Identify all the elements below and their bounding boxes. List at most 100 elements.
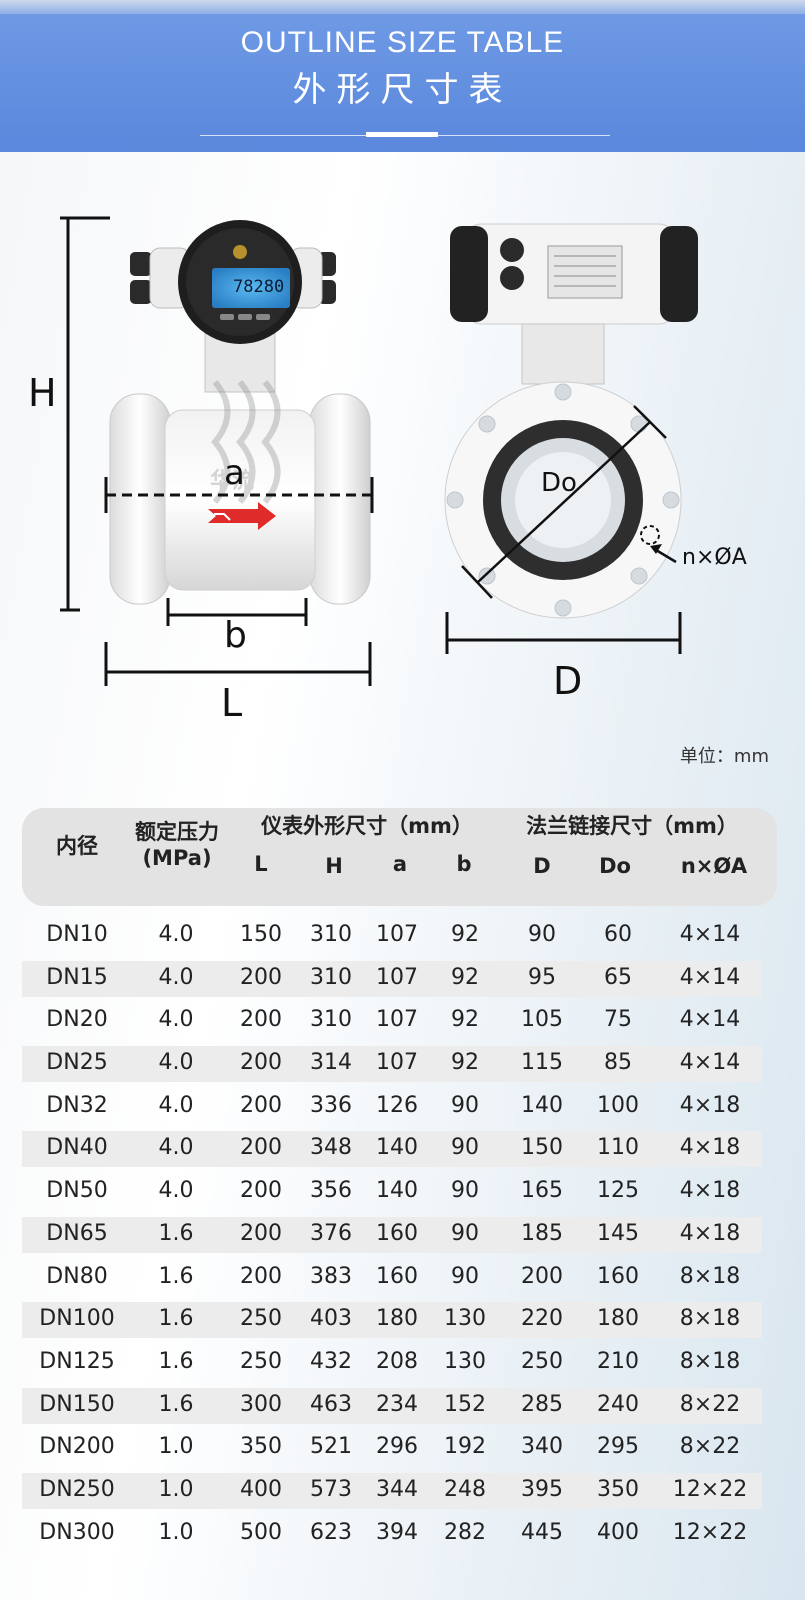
cell-h: 623 [310, 1519, 352, 1545]
cell-d: 165 [521, 1178, 563, 1204]
header-pressure-unit: (MPa) [142, 846, 212, 870]
unit-label: 单位：mm [679, 746, 769, 767]
cell-bore: DN125 [39, 1348, 115, 1374]
cell-l: 200 [240, 1220, 282, 1246]
cell-do: 75 [604, 1007, 632, 1033]
cell-pressure: 1.6 [158, 1220, 194, 1246]
cell-b: 152 [444, 1391, 486, 1417]
cell-h: 310 [310, 922, 352, 947]
cell-a: 394 [376, 1519, 418, 1545]
cell-b: 90 [451, 1178, 479, 1204]
cell-h: 356 [310, 1178, 352, 1204]
row-stripe [22, 1131, 762, 1168]
cell-do: 145 [597, 1220, 639, 1246]
cell-b: 90 [451, 1092, 479, 1118]
cell-bore: DN10 [46, 922, 108, 947]
cell-h: 521 [310, 1434, 352, 1460]
banner-title-cn: 外形尺寸表 [292, 70, 513, 110]
cell-h: 314 [310, 1050, 352, 1076]
cell-do: 240 [597, 1391, 639, 1417]
label-do: Do [541, 468, 577, 498]
cell-h: 432 [310, 1348, 352, 1374]
cell-a: 126 [376, 1092, 418, 1118]
watermark-text: 华流 [210, 468, 254, 494]
cell-h: 383 [310, 1263, 352, 1289]
front-view-meter: 78280 华流 [104, 220, 374, 686]
cell-l: 200 [240, 1263, 282, 1289]
cell-nxa: 8×22 [679, 1434, 741, 1460]
label-l: L [221, 681, 243, 725]
header-pressure: 额定压力 [135, 820, 219, 844]
header-col-h: H [325, 854, 343, 878]
cell-b: 92 [451, 922, 479, 947]
cell-pressure: 1.6 [158, 1348, 194, 1374]
cell-do: 125 [597, 1178, 639, 1204]
d-dimension [445, 612, 682, 654]
cell-b: 90 [451, 1220, 479, 1246]
cell-pressure: 4.0 [158, 922, 194, 947]
header-col-b: b [456, 852, 472, 876]
cell-pressure: 4.0 [158, 1178, 194, 1204]
cell-do: 295 [597, 1434, 639, 1460]
cell-a: 107 [376, 964, 418, 990]
cell-d: 340 [521, 1434, 563, 1460]
cell-bore: DN25 [46, 1050, 108, 1076]
cell-d: 285 [521, 1391, 563, 1417]
cell-a: 296 [376, 1434, 418, 1460]
header-col-l: L [254, 852, 268, 876]
flow-arrow-icon [208, 502, 276, 530]
cell-pressure: 1.0 [158, 1519, 194, 1545]
cell-d: 445 [521, 1519, 563, 1545]
header-col-do: Do [599, 854, 631, 878]
cell-nxa: 4×18 [679, 1092, 741, 1118]
cell-b: 90 [451, 1263, 479, 1289]
cell-l: 350 [240, 1434, 282, 1460]
cell-pressure: 1.6 [158, 1306, 194, 1332]
cell-do: 160 [597, 1263, 639, 1289]
cell-a: 140 [376, 1135, 418, 1161]
do-dimension [461, 405, 667, 599]
cell-d: 95 [528, 964, 556, 990]
cell-do: 350 [597, 1476, 639, 1502]
dimension-diagram: 78280 华流 [0, 152, 805, 792]
cell-do: 180 [597, 1306, 639, 1332]
cell-b: 92 [451, 964, 479, 990]
cell-b: 282 [444, 1519, 486, 1545]
cell-nxa: 4×18 [679, 1135, 741, 1161]
cell-l: 200 [240, 964, 282, 990]
cell-nxa: 8×18 [679, 1348, 741, 1374]
l-dimension [104, 642, 372, 686]
cell-a: 160 [376, 1263, 418, 1289]
cell-d: 220 [521, 1306, 563, 1332]
cell-do: 210 [597, 1348, 639, 1374]
cell-d: 90 [528, 922, 556, 947]
cell-bore: DN32 [46, 1092, 108, 1118]
header-bore: 内径 [56, 834, 98, 858]
cell-bore: DN40 [46, 1135, 108, 1161]
cell-h: 348 [310, 1135, 352, 1161]
cell-a: 160 [376, 1220, 418, 1246]
cell-b: 192 [444, 1434, 486, 1460]
cell-b: 90 [451, 1135, 479, 1161]
table-header: 内径 额定压力 (MPa) 仪表外形尺寸（mm） 法兰链接尺寸（mm） L H … [22, 808, 777, 906]
cell-nxa: 4×14 [679, 1007, 741, 1033]
bolt-hole-marker [640, 525, 677, 564]
cell-bore: DN20 [46, 1007, 108, 1033]
cell-l: 250 [240, 1306, 282, 1332]
cell-pressure: 4.0 [158, 1007, 194, 1033]
cell-b: 130 [444, 1348, 486, 1374]
height-dimension [60, 216, 110, 612]
side-view-meter [444, 223, 698, 654]
cell-nxa: 4×18 [679, 1178, 741, 1204]
cell-a: 107 [376, 922, 418, 947]
cell-bore: DN15 [46, 964, 108, 990]
